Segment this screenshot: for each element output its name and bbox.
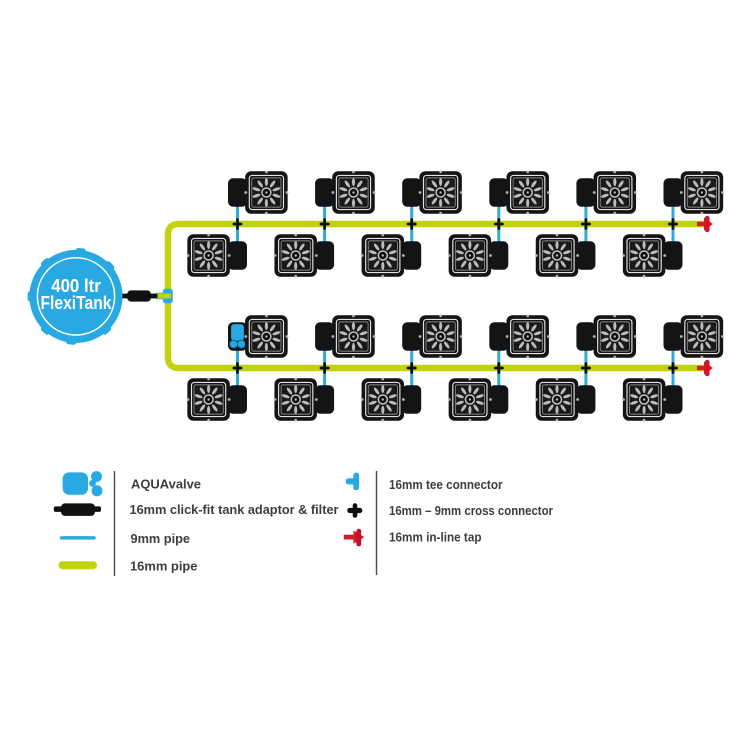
svg-text:16mm tee connector: 16mm tee connector [389,477,503,492]
svg-text:16mm pipe: 16mm pipe [130,559,198,574]
svg-text:16mm – 9mm cross connector: 16mm – 9mm cross connector [389,503,553,518]
svg-text:FlexiTank: FlexiTank [41,293,113,313]
svg-text:16mm in-line tap: 16mm in-line tap [389,530,482,545]
svg-text:400 ltr: 400 ltr [51,276,101,296]
svg-text:AQUAvalve: AQUAvalve [131,477,201,492]
svg-text:9mm pipe: 9mm pipe [131,531,191,546]
svg-text:16mm click-fit tank adaptor &: 16mm click-fit tank adaptor & filter [130,502,339,517]
